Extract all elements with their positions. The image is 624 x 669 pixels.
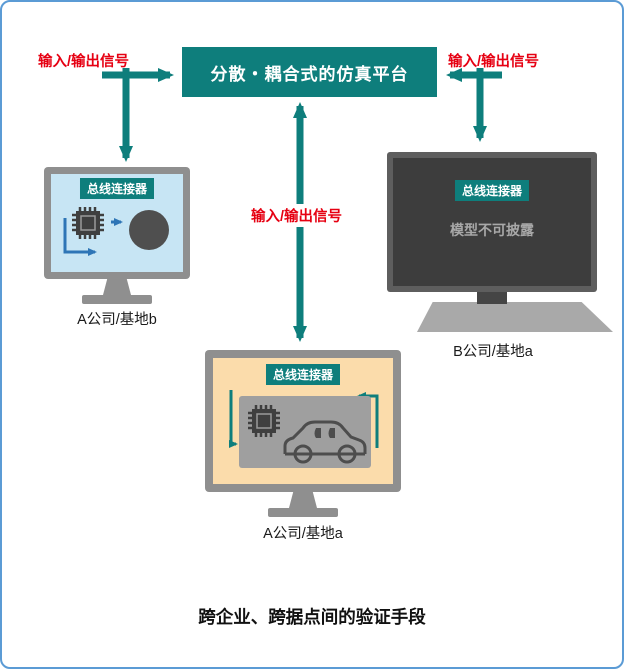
monitor-left: 总线连接器 (44, 167, 190, 279)
monitor-bottom: 总线连接器 (205, 350, 401, 492)
platform-box: 分散・耦合式的仿真平台 (182, 47, 437, 97)
cpu-chip-icon (72, 207, 104, 239)
monitor-left-base (82, 295, 152, 304)
signal-label-top-right: 输入/输出信号 (448, 54, 540, 70)
bus-connector-badge-left: 总线连接器 (79, 178, 155, 199)
monitor-right-stand (477, 292, 507, 304)
model-loop-arrow (63, 218, 97, 256)
bus-connector-badge-bottom: 总线连接器 (265, 364, 341, 385)
model-loop-arrow (229, 390, 238, 448)
signal-label-middle: 输入/输出信号 (246, 204, 348, 227)
caption-bottom-monitor: A公司/基地a (263, 526, 343, 542)
monitor-bottom-base (268, 508, 338, 517)
monitor-bottom-graphic (229, 390, 379, 468)
monitor-left-stand (103, 279, 131, 295)
caption-left-monitor: A公司/基地b (77, 312, 157, 328)
monitor-left-screen: 总线连接器 (51, 174, 183, 272)
caption-right-monitor: B公司/基地a (453, 344, 533, 360)
monitor-right-screen: 总线连接器 模型不可披露 (393, 158, 591, 286)
monitor-bottom-screen: 总线连接器 (213, 358, 393, 484)
cpu-chip-icon (248, 405, 280, 437)
model-undisclosed-text: 模型不可披露 (450, 222, 534, 238)
monitor-right-base-plate (417, 302, 613, 332)
monitor-bottom-stand (289, 492, 317, 508)
platform-label: 分散・耦合式的仿真平台 (210, 64, 409, 84)
signal-label-top-left: 输入/输出信号 (38, 54, 130, 70)
monitor-left-graphic (63, 207, 169, 256)
model-component-circle (129, 210, 169, 250)
diagram-title: 跨企业、跨据点间的验证手段 (198, 607, 426, 627)
monitor-right: 总线连接器 模型不可披露 (387, 152, 597, 292)
bus-connector-badge-right: 总线连接器 (454, 180, 530, 201)
car-icon (283, 420, 367, 464)
